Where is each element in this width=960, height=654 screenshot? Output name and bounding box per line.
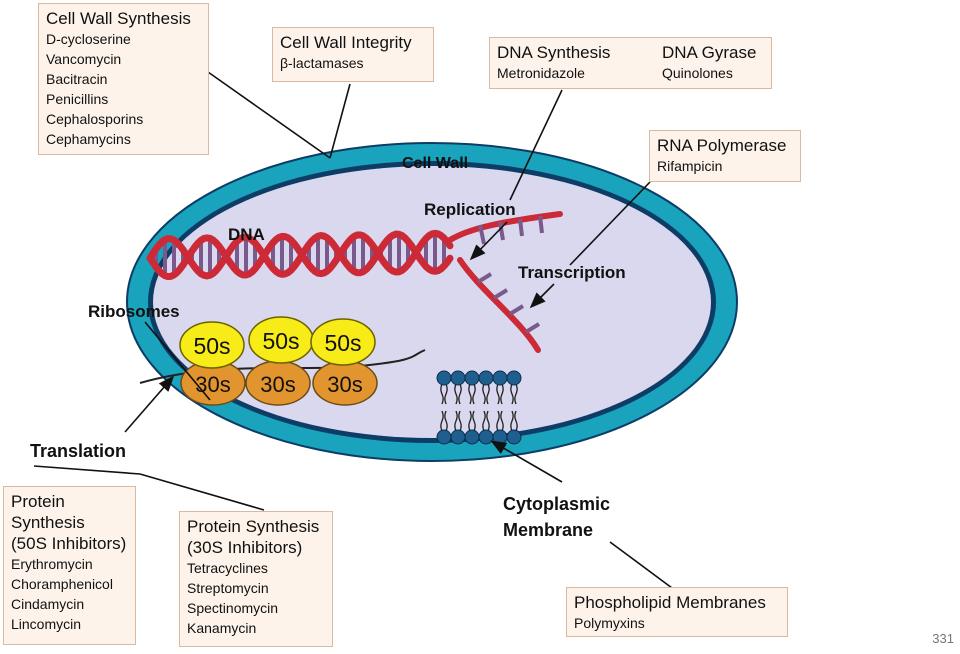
box-item: D-cycloserine	[46, 31, 131, 47]
ribosome-1: 50s 30s	[179, 321, 246, 406]
phospholipid-head	[464, 429, 480, 445]
ribosome-50s-3	[310, 318, 376, 366]
phospholipid-tail	[482, 383, 490, 405]
box-item: Streptomycin	[187, 580, 269, 596]
phospholipid-head	[506, 429, 522, 445]
ribosome-50s-label-1: 50s	[193, 333, 230, 359]
box-item: Quinolones	[662, 65, 733, 81]
box-item: Rifampicin	[657, 158, 723, 174]
box-cell-wall-synthesis: Cell Wall Synthesis D-cycloserine Vancom…	[38, 3, 209, 155]
single-strand-bases	[476, 215, 544, 334]
ribosome-50s-label-2: 50s	[262, 328, 299, 354]
pointer-transcription	[529, 283, 555, 309]
ribosome-50s-label-3: 50s	[324, 330, 361, 356]
pointer-lines	[33, 71, 673, 589]
box-item: Penicillins	[46, 91, 109, 107]
phospholipid-head	[506, 370, 522, 386]
pointer-translation	[124, 375, 175, 433]
box-heading: Cell Wall Synthesis	[46, 9, 191, 28]
box-heading: Cell Wall Integrity	[280, 33, 412, 52]
phospholipid-head	[478, 429, 494, 445]
box-item: Lincomycin	[11, 616, 82, 632]
box-item: Metronidazole	[497, 65, 585, 81]
box-item: Erythromycin	[11, 556, 93, 572]
dna-label: DNA	[228, 225, 265, 244]
box-item: Cephamycins	[46, 131, 131, 147]
phospholipid-tail	[454, 383, 462, 405]
phospholipid-head	[436, 370, 452, 386]
box-heading: Protein	[11, 492, 65, 511]
box-heading: (50S Inhibitors)	[11, 534, 127, 553]
pointer-translation-boxes-2	[139, 473, 265, 511]
pointer-rna-polymerase	[569, 181, 651, 266]
phospholipid-tail	[440, 410, 448, 432]
pointer-replication	[469, 221, 508, 261]
box-heading: DNA Gyrase	[662, 43, 757, 62]
pointer-cytoplasmic-membrane	[490, 440, 563, 483]
translation-label: Translation	[30, 441, 126, 461]
phospholipid-tail	[510, 410, 518, 432]
phospholipid-bilayer	[436, 370, 522, 445]
phospholipid-tail	[510, 383, 518, 405]
pointer-dna-synthesis	[509, 89, 563, 201]
page-number: 331	[932, 631, 954, 646]
phospholipid-tail	[482, 410, 490, 432]
ribosomes-label: Ribosomes	[88, 302, 180, 321]
ribosome-50s-1	[179, 321, 245, 369]
cytoplasmic-membrane-label-1: Cytoplasmic	[503, 494, 610, 514]
phospholipid-head	[450, 429, 466, 445]
box-heading: (30S Inhibitors)	[187, 538, 303, 557]
box-heading: RNA Polymerase	[657, 136, 787, 155]
phospholipid-head	[450, 370, 466, 386]
phospholipid-tail	[496, 383, 504, 405]
ribosome-2: 50s 30s	[245, 316, 314, 406]
ribosome-3: 50s 30s	[310, 318, 378, 406]
ribosome-30s-label-2: 30s	[260, 372, 295, 397]
phospholipid-head	[478, 370, 494, 386]
box-protein-synthesis-50s: Protein Synthesis (50S Inhibitors) Eryth…	[3, 486, 136, 645]
box-phospholipid-membranes: Phospholipid Membranes Polymyxins	[566, 587, 788, 637]
dna-strand-b	[146, 230, 454, 280]
transcription-strand	[457, 257, 541, 353]
pointer-cell-wall-integrity	[329, 83, 351, 159]
phospholipid-head	[492, 429, 508, 445]
replication-label: Replication	[424, 200, 516, 219]
box-item: β-lactamases	[280, 55, 364, 71]
phospholipid-head	[436, 429, 452, 445]
box-item: Bacitracin	[46, 71, 108, 87]
box-item: Kanamycin	[187, 620, 257, 636]
phospholipid-head	[492, 370, 508, 386]
phospholipid-tail	[468, 383, 476, 405]
phospholipid-head	[464, 370, 480, 386]
ribosome-30s-label-1: 30s	[195, 372, 230, 397]
box-item: Cephalosporins	[46, 111, 144, 127]
ribosome-30s-label-3: 30s	[327, 372, 362, 397]
pointer-ribosomes	[144, 321, 211, 401]
box-cell-wall-integrity: Cell Wall Integrity β-lactamases	[272, 27, 434, 82]
box-item: Cindamycin	[11, 596, 85, 612]
box-heading: DNA Synthesis	[497, 43, 611, 62]
phospholipid-tail	[454, 410, 462, 432]
box-heading: Protein Synthesis	[187, 517, 320, 536]
pointer-phospholipid	[609, 541, 673, 589]
cytoplasmic-membrane-label-2: Membrane	[503, 520, 593, 540]
pointer-translation-boxes	[33, 465, 141, 475]
box-item: Choramphenicol	[11, 576, 113, 592]
box-item: Tetracyclines	[187, 560, 268, 576]
phospholipid-tail	[468, 410, 476, 432]
phospholipid-tail	[496, 410, 504, 432]
transcription-label: Transcription	[518, 263, 626, 282]
cell-wall-label: Cell Wall	[402, 155, 468, 172]
box-item: Vancomycin	[46, 51, 122, 67]
box-dna: DNA Synthesis Metronidazole DNA Gyrase Q…	[489, 37, 772, 89]
box-item: Spectinomycin	[187, 600, 279, 616]
box-rna-polymerase: RNA Polymerase Rifampicin	[649, 130, 801, 182]
box-item: Polymyxins	[574, 615, 645, 631]
box-heading: Synthesis	[11, 513, 85, 532]
box-protein-synthesis-30s: Protein Synthesis (30S Inhibitors) Tetra…	[179, 511, 333, 647]
phospholipid-tail	[440, 383, 448, 405]
box-heading: Phospholipid Membranes	[574, 593, 766, 612]
pointer-cell-wall-synthesis	[207, 71, 331, 159]
